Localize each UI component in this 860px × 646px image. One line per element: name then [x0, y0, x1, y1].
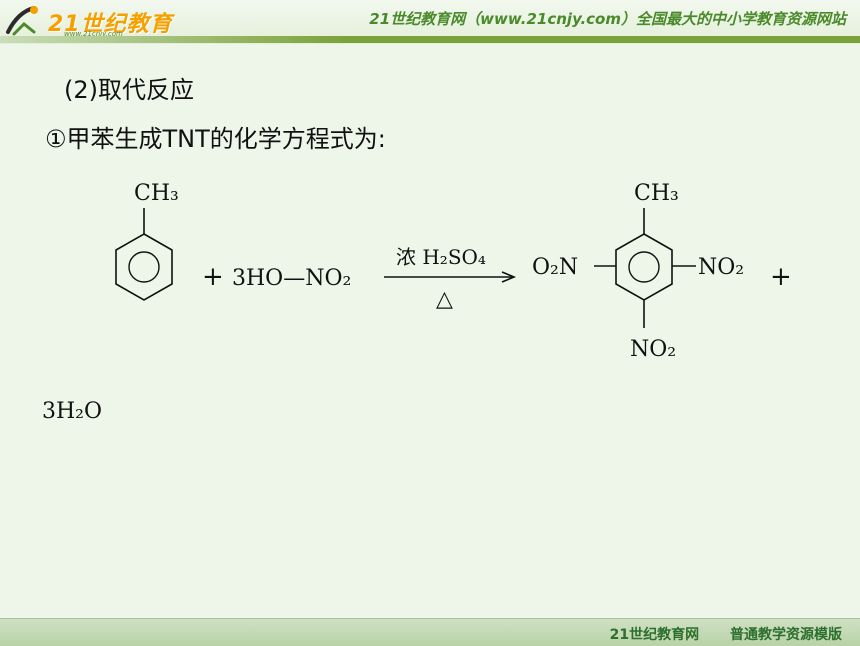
header-divider — [0, 36, 860, 43]
runner-logo-icon — [6, 6, 38, 36]
water-byproduct: 3H₂O — [42, 399, 102, 424]
site-logo[interactable]: 21世纪教育 www.21cnjy.com — [4, 2, 184, 42]
condition-heat: △ — [436, 287, 453, 312]
reaction-equation: CH₃ + 3HO—NO₂ 浓 H₂SO₄ △ CH₃ O₂N NO₂ NO₂ … — [42, 181, 792, 424]
toluene-ch3-label: CH₃ — [134, 181, 179, 206]
tnt-left-no2-label: O₂N — [532, 255, 578, 280]
footer-template-label: 普通教学资源模版 — [730, 627, 842, 643]
footer-site-name[interactable]: 21世纪教育网 — [609, 627, 700, 643]
tnt-ch3-label: CH₃ — [634, 181, 679, 206]
tnt-bottom-no2-label: NO₂ — [630, 337, 676, 362]
logo-text: 21世纪教育 — [48, 12, 173, 37]
statement-text: ①甲苯生成TNT的化学方程式为: — [45, 125, 386, 153]
site-tagline: 21世纪教育网（www.21cnjy.com）全国最大的中小学教育资源网站 — [369, 10, 846, 28]
section-heading: (2)取代反应 — [64, 76, 194, 104]
footer-text: 21世纪教育网 普通教学资源模版 — [610, 624, 842, 644]
plus-sign-1: + — [202, 262, 224, 292]
tnt-ring — [615, 233, 673, 301]
reaction-arrow: 浓 H₂SO₄ △ — [384, 245, 517, 312]
toluene-ring — [115, 233, 173, 301]
toluene-aromatic-circle — [128, 251, 160, 283]
plus-sign-2: + — [770, 262, 792, 292]
condition-catalyst: 浓 H₂SO₄ — [396, 245, 486, 269]
header-bar: 21世纪教育 www.21cnjy.com 21世纪教育网（www.21cnjy… — [0, 0, 860, 44]
tnt-structure: CH₃ O₂N NO₂ NO₂ — [532, 181, 744, 362]
footer-bar: 21世纪教育网 普通教学资源模版 — [0, 618, 860, 646]
nitric-acid-reagent: 3HO—NO₂ — [232, 266, 351, 291]
tnt-right-no2-label: NO₂ — [698, 255, 744, 280]
logo-url: www.21cnjy.com — [64, 30, 123, 38]
toluene-structure: CH₃ — [115, 181, 179, 301]
